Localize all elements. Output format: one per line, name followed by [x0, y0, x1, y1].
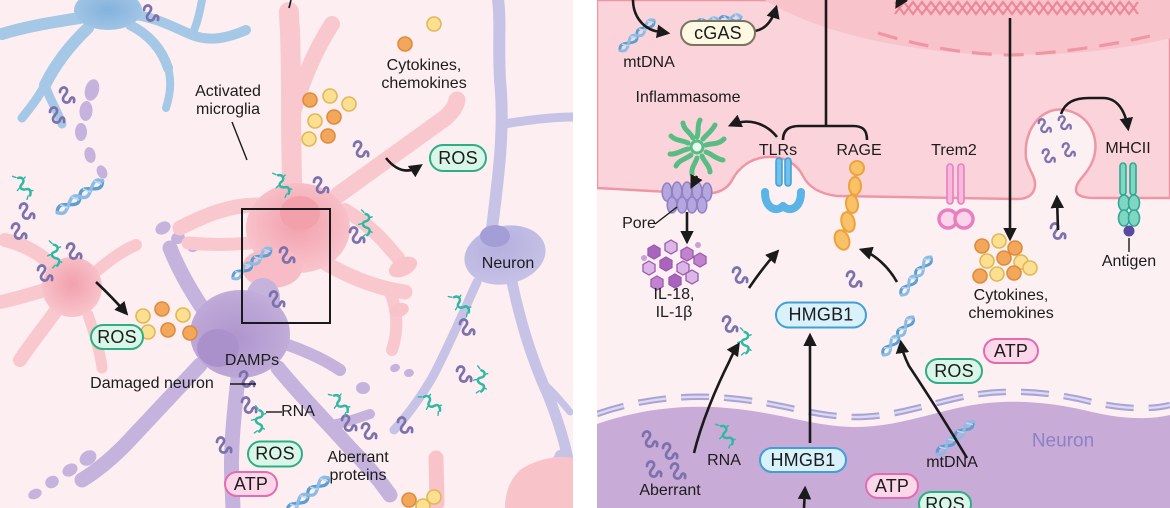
blue-microglia-soma: [74, 0, 142, 30]
mhcii-label: MHCII: [1105, 140, 1151, 158]
activated-microglia-nucleus: [280, 196, 320, 230]
right-panel-graphics: [597, 0, 1170, 508]
neuron-nucleus: [480, 225, 510, 247]
damps-label: DAMPs: [224, 352, 280, 370]
cytokine-dots-left: [135, 301, 198, 341]
panel-extracellular-overview: Activated microglia Cytokines, chemokine…: [0, 0, 573, 508]
ros-badge-left: ROS: [90, 324, 144, 350]
mtdna-label-top: mtDNA: [623, 54, 675, 72]
antigen-dot: [1123, 225, 1135, 237]
rage-receptor: [833, 160, 865, 251]
cytokines-label-left: Cytokines, chemokines: [381, 57, 467, 92]
aberrant-proteins-label: Aberrant proteins: [327, 449, 389, 484]
pore-structure: [661, 181, 713, 214]
ros-badge-mid: ROS: [925, 358, 983, 384]
il-hexagons: [641, 239, 707, 291]
ros-badge-lower: ROS: [918, 491, 972, 508]
cytokine-dots-right: [972, 233, 1038, 284]
antigen-label: Antigen: [1101, 253, 1157, 271]
left-panel-graphics: [0, 0, 573, 508]
hmgb1-badge-upper: HMGB1: [775, 301, 867, 329]
tlr-receptor: [761, 157, 805, 214]
rage-label: RAGE: [836, 142, 882, 160]
cytokine-dots-bottom: [401, 489, 442, 508]
trem2-receptor: [937, 163, 975, 230]
inflammasome-label: Inflammasome: [635, 89, 741, 107]
mhcii-receptor: [1117, 162, 1141, 237]
neuron-label-right: Neuron: [1031, 430, 1095, 452]
hmgb1-badge-lower: HMGB1: [759, 447, 847, 473]
cytokines-label-right: Cytokines, chemokines: [968, 287, 1054, 322]
rna-label-right: RNA: [707, 452, 741, 470]
ros-badge-bottom: ROS: [247, 440, 303, 468]
tlrs-label: TLRs: [758, 142, 798, 160]
panel-microglia-receptors: mtDNA cGAS Inflammasome Pore IL-18, IL-1…: [597, 0, 1170, 508]
aberrant-label-right: Aberrant: [639, 482, 701, 500]
cgas-badge: cGAS: [680, 20, 756, 46]
atp-badge-mid: ATP: [983, 338, 1039, 364]
zoom-box: [241, 208, 331, 324]
left-arrows: [95, 0, 423, 413]
trem2-label: Trem2: [931, 142, 977, 160]
activated-microglia-cell: [172, 2, 466, 356]
mtdna-label-neuron: mtDNA: [926, 454, 978, 472]
atp-badge-left: ATP: [224, 471, 278, 497]
atp-badge-lower: ATP: [865, 473, 919, 499]
il18-il1b-label: IL-18, IL-1β: [653, 286, 695, 321]
cytokine-dots-top: [301, 16, 442, 147]
pore-label: Pore: [622, 215, 656, 233]
neuron-membrane-inner: [597, 390, 1170, 419]
ros-badge-top: ROS: [429, 144, 487, 172]
activated-microglia-label: Activated microglia: [195, 83, 261, 118]
neuron-region: [597, 388, 1170, 508]
small-microglia-soma: [42, 257, 102, 317]
damaged-neuron-nucleus: [197, 329, 239, 367]
right-arrows: [631, 0, 1133, 508]
chromatin-2: [894, 0, 1139, 16]
damaged-neuron-label: Damaged neuron: [90, 375, 214, 393]
inflammasome-structure: [667, 117, 727, 177]
rna-label-left: RNA: [281, 403, 315, 421]
neuron-label-left: Neuron: [481, 255, 535, 273]
